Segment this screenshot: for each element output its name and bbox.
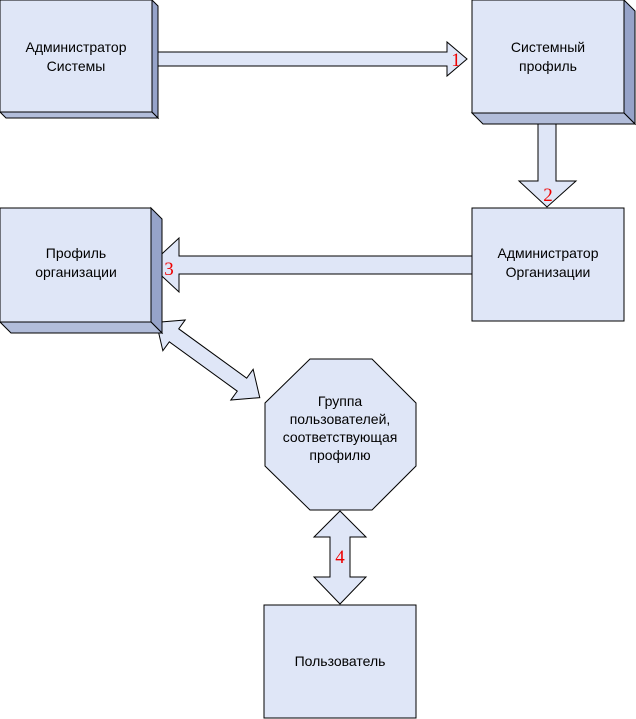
user-group-label-line4: профилю (309, 447, 370, 463)
node-user: Пользователь (263, 604, 417, 719)
arrow-sysadmin-to-sysprofile (151, 40, 468, 78)
user-group-label-line2: пользователей, (290, 411, 391, 427)
org-profile-label-line1: Профиль (46, 245, 106, 261)
node-org-admin: Администратор Организации (471, 207, 625, 322)
system-admin-label-line1: Администратор (25, 39, 126, 55)
node-org-profile: Профиль организации (0, 206, 164, 335)
arrow-sysprofile-to-orgadmin (517, 116, 578, 208)
arrow-orgprofile-group (155, 319, 261, 401)
org-profile-label-line2: организации (35, 264, 117, 280)
step-number-4: 4 (335, 547, 345, 568)
arrow-orgadmin-to-orgprofile (149, 236, 473, 294)
org-admin-label-line2: Организации (506, 264, 591, 280)
node-system-profile: Системный профиль (470, 0, 636, 126)
arrow-group-to-user (312, 510, 368, 605)
org-admin-label-line1: Администратор (497, 245, 598, 261)
system-admin-label-line2: Системы (47, 58, 106, 74)
step-number-1: 1 (451, 50, 461, 71)
step-number-3: 3 (164, 259, 174, 280)
user-group-label-line1: Группа (318, 393, 363, 409)
node-user-group: Группа пользователей, соответствующая пр… (264, 358, 417, 511)
step-number-2: 2 (543, 185, 553, 206)
system-profile-label-line2: профиль (519, 58, 577, 74)
user-group-label-line3: соответствующая (283, 429, 398, 445)
node-system-admin: Администратор Системы (0, 0, 160, 120)
user-label: Пользователь (295, 653, 386, 669)
system-profile-label-line1: Системный (511, 39, 585, 55)
